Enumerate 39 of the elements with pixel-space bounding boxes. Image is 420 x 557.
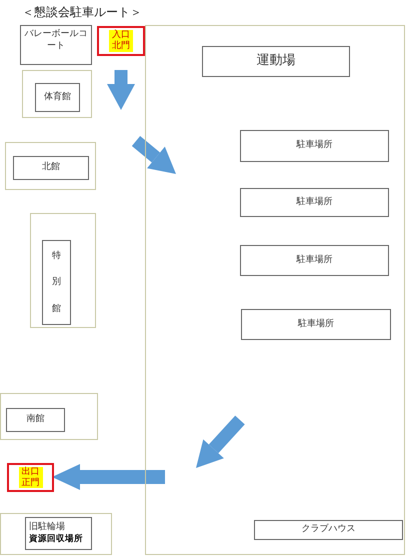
title: ＜懇談会駐車ルート＞ [22,4,142,21]
block-arrow [52,464,165,490]
building-label: 駐車場所 [296,196,332,208]
building-label: 資源回収場所 [29,534,83,545]
gate-label: 北門 [109,41,133,52]
gate-box [97,26,145,56]
site-outline [5,142,96,190]
building-box [35,83,80,112]
building-label: 駐車場所 [296,254,332,266]
gate-box [7,463,54,492]
building-box [240,188,389,217]
gate-label: 入口 [109,30,133,41]
building-box [254,520,403,540]
building-label: 北館 [42,162,60,174]
building-label: 駐車場所 [296,140,332,152]
building-box [20,25,92,65]
site-outline [0,513,112,555]
building-box [241,309,391,340]
building-box [13,156,89,180]
building-label: 駐車場所 [298,318,334,330]
building-label: 体育館 [44,92,71,104]
site-outline [0,393,98,440]
site-outline [30,213,96,328]
building-box [25,517,92,550]
building-box [240,130,389,162]
building-label: 旧駐輪場 [29,522,65,534]
site-outline [22,70,92,118]
building-label: 特別館 [52,250,61,316]
gate-label: 正門 [18,478,42,488]
building-box [202,46,350,77]
building-label: 運動場 [256,53,296,70]
site-outline [145,25,405,555]
building-label: バレーボールコート [24,29,88,52]
building-box [42,240,71,325]
building-box [240,245,389,276]
building-label: 南館 [26,414,44,426]
building-box [6,408,65,432]
building-label: クラブハウス [302,524,356,536]
gate-label: 出口 [18,466,42,478]
